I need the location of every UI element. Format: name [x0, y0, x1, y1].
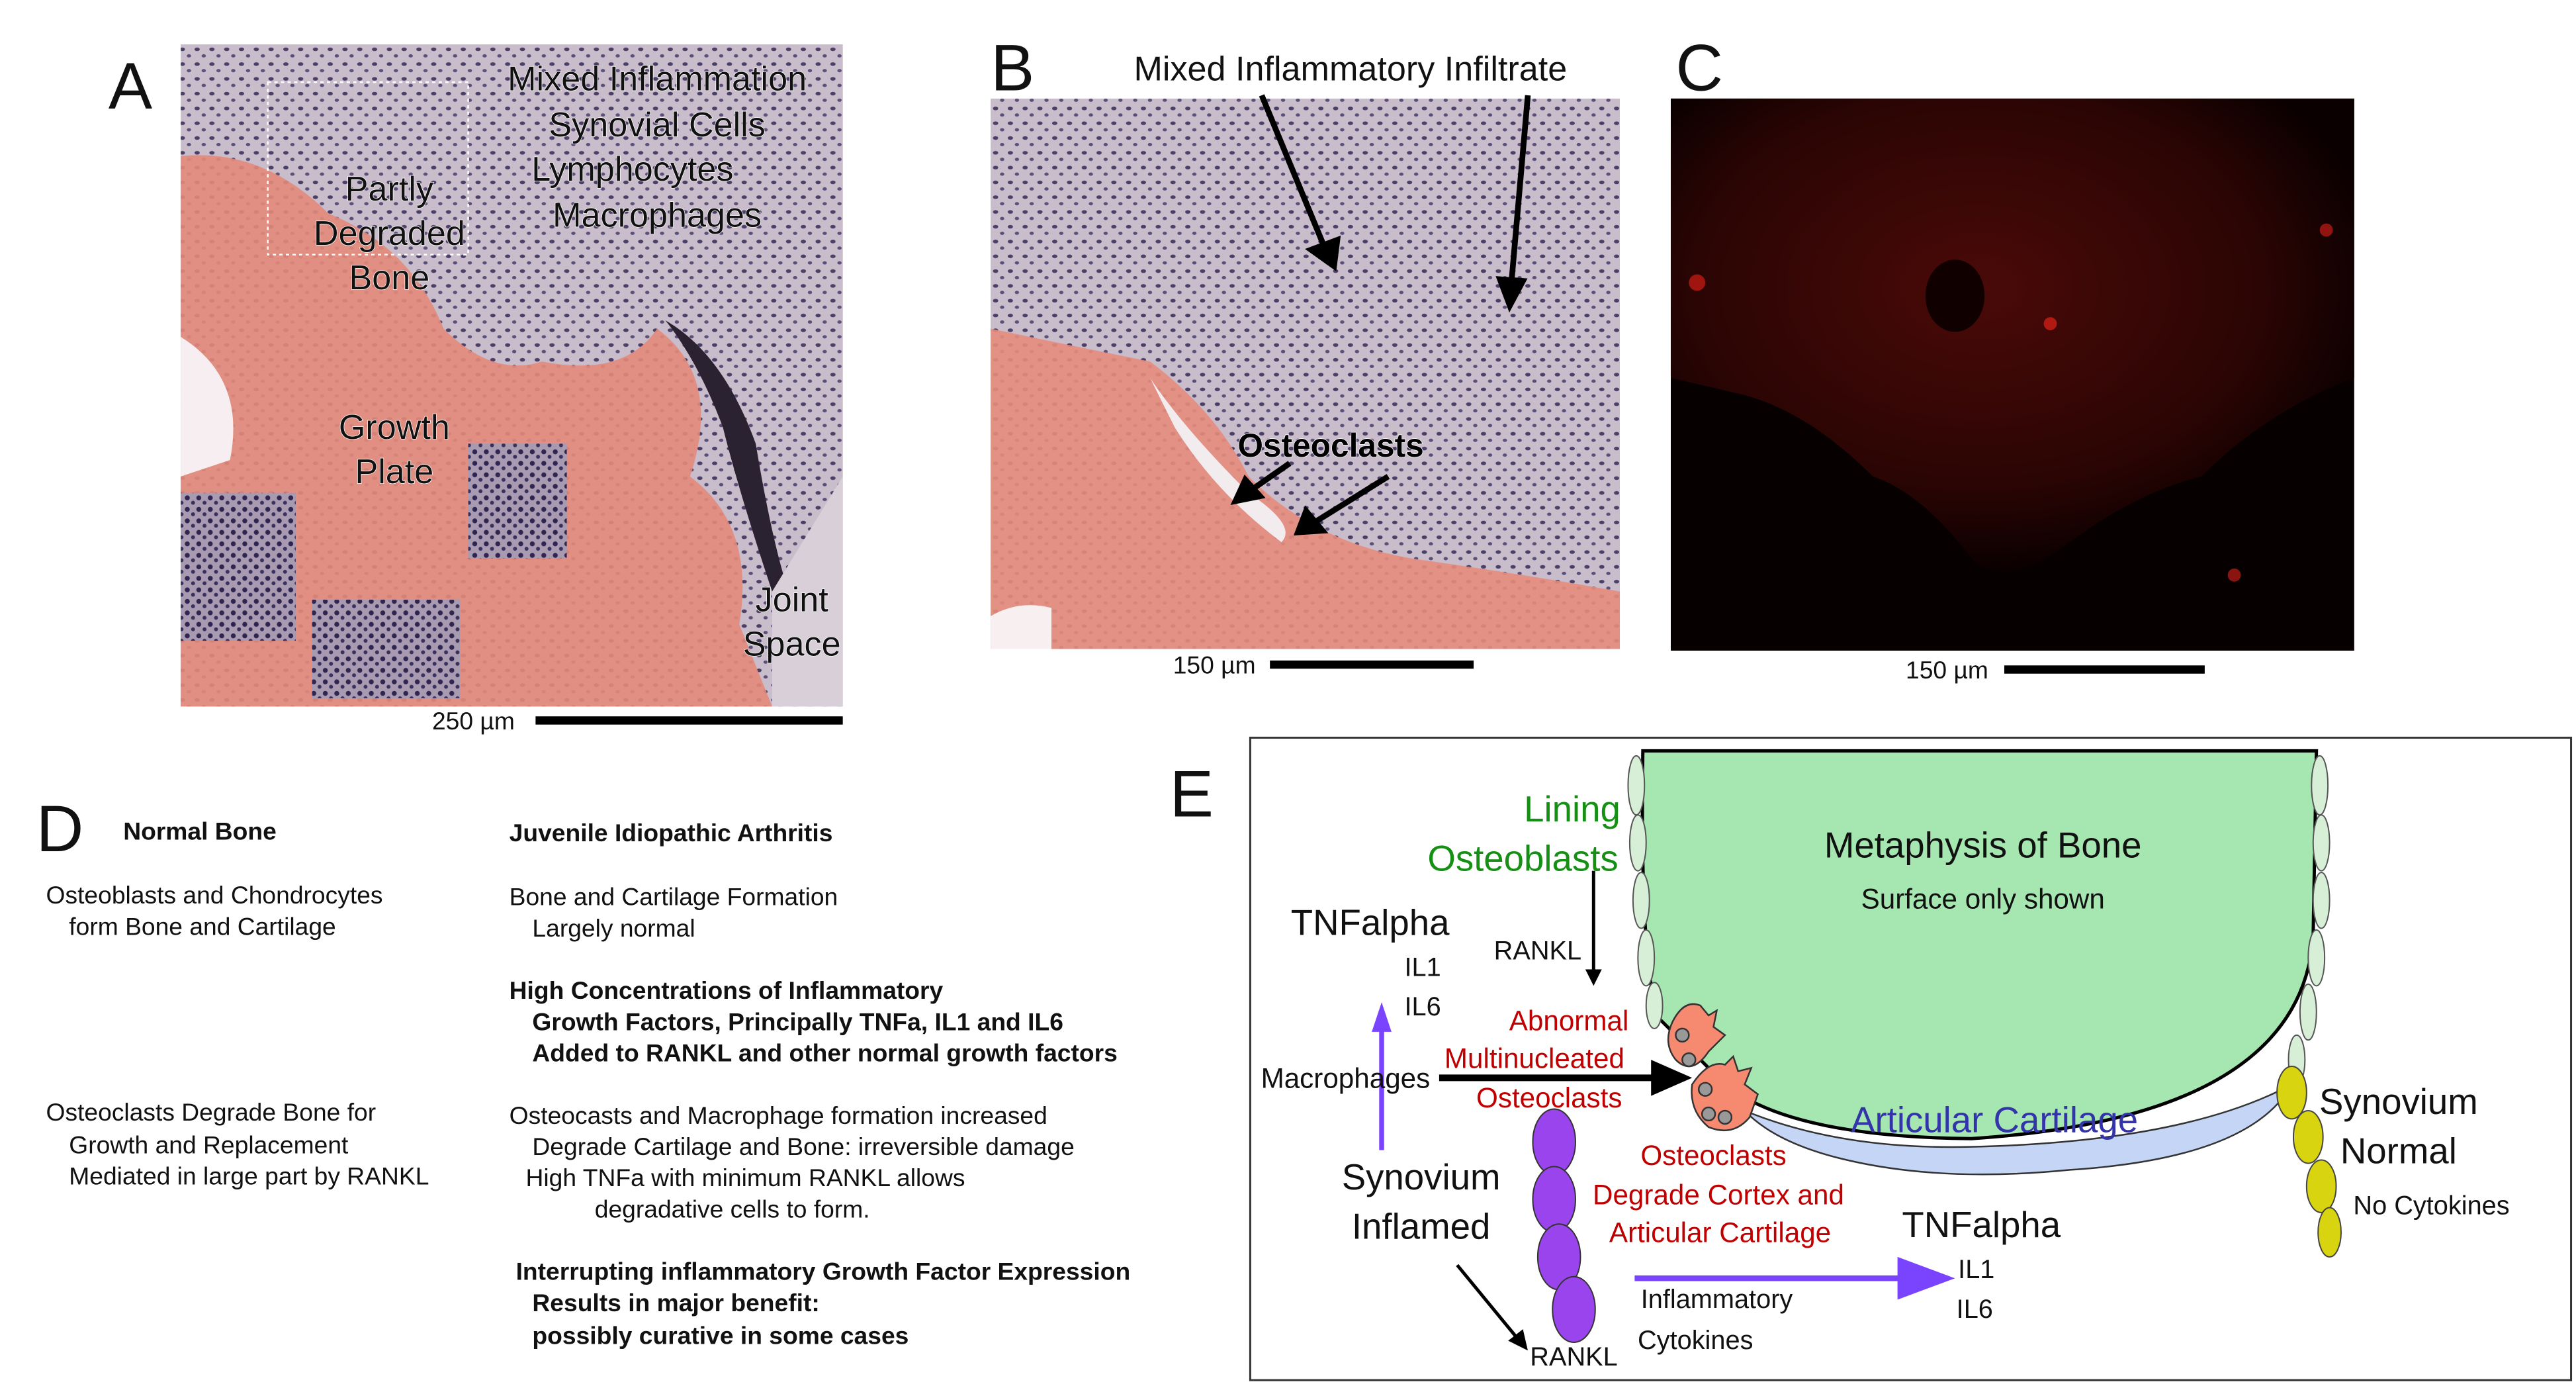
label-multinucleated: Multinucleated — [1444, 1042, 1624, 1074]
label-il1-left: IL1 — [1404, 952, 1441, 982]
scale-label-a: 250 µm — [432, 707, 515, 735]
label-metaphysis: Metaphysis of Bone — [1824, 825, 2142, 866]
label-il6-right: IL6 — [1957, 1295, 1993, 1324]
label-synovial-cells: Synovial Cells — [549, 106, 765, 144]
label-bone: Bone — [349, 259, 430, 297]
panel-e: E — [1170, 737, 2573, 1381]
label-synovium-normal-1: Synovium — [2319, 1082, 2478, 1122]
label-no-cytokines: No Cytokines — [2353, 1191, 2509, 1220]
jia-text: Growth Factors, Principally TNFa, IL1 an… — [532, 1007, 1063, 1035]
label-tnfalpha-left: TNFalpha — [1291, 902, 1450, 943]
label-inflammatory: Inflammatory — [1641, 1285, 1793, 1314]
jia-text: Bone and Cartilage Formation — [510, 883, 838, 911]
panel-c-letter: C — [1675, 32, 1723, 105]
jia-text: possibly curative in some cases — [532, 1321, 909, 1349]
label-synovium-inflamed-2: Inflamed — [1352, 1207, 1490, 1247]
label-space: Space — [743, 625, 841, 663]
label-lymphocytes: Lymphocytes — [531, 150, 733, 189]
jia-text: Added to RANKL and other normal growth f… — [532, 1039, 1117, 1067]
label-osteoclasts-degrade: Osteoclasts — [1640, 1140, 1786, 1171]
label-partly: Partly — [345, 170, 433, 208]
arrows-b — [1230, 94, 1531, 536]
normal-text: Osteoblasts and Chondrocytes — [46, 881, 383, 909]
label-osteoclasts-abnormal: Osteoclasts — [1476, 1082, 1622, 1113]
panel-a-letter: A — [109, 50, 153, 123]
label-cytokines: Cytokines — [1638, 1326, 1753, 1355]
label-growth: Growth — [339, 408, 450, 447]
jia-text: Degrade Cartilage and Bone: irreversible… — [532, 1133, 1074, 1160]
jia-text: Osteocasts and Macrophage formation incr… — [510, 1101, 1047, 1129]
panel-b-title: Mixed Inflammatory Infiltrate — [1133, 50, 1567, 89]
normal-text: form Bone and Cartilage — [69, 912, 335, 940]
panel-a-labels: Mixed Inflammation Synovial Cells Lympho… — [313, 60, 841, 664]
scale-bar-b — [1270, 660, 1474, 669]
fluorescence-image-c — [1670, 98, 2354, 651]
panel-e-letter: E — [1170, 758, 1214, 831]
panel-d: D Normal Bone Juvenile Idiopathic Arthri… — [36, 792, 1131, 1350]
label-synovium-normal-2: Normal — [2340, 1131, 2457, 1171]
label-articular-cartilage: Articular Cartilage — [1851, 1099, 2138, 1140]
label-lining: Lining — [1524, 789, 1621, 829]
heading-normal-bone: Normal Bone — [123, 817, 277, 845]
panel-b: B Mixed Inflammatory Infiltrate Osteocla… — [991, 32, 1621, 679]
jia-text: Interrupting inflammatory Growth Factor … — [516, 1258, 1131, 1285]
label-degraded: Degraded — [314, 214, 465, 253]
label-osteoblasts: Osteoblasts — [1427, 839, 1618, 879]
label-mixed-inflammation: Mixed Inflammation — [508, 60, 807, 99]
panel-d-letter: D — [36, 792, 84, 866]
label-synovium-inflamed-1: Synovium — [1342, 1157, 1501, 1197]
label-tnfalpha-right: TNFalpha — [1902, 1205, 2061, 1245]
panel-c: C 150 µm — [1670, 32, 2354, 684]
label-osteoclasts-b: Osteoclasts — [1237, 427, 1423, 464]
normal-text: Mediated in large part by RANKL — [69, 1162, 429, 1190]
osteoclast-cells — [1667, 1003, 1759, 1132]
label-plate: Plate — [355, 453, 433, 491]
jia-text: degradative cells to form. — [595, 1195, 870, 1223]
jia-text: Results in major benefit: — [532, 1289, 819, 1317]
scale-label-c: 150 µm — [1906, 656, 1988, 684]
scale-label-b: 150 µm — [1173, 651, 1256, 679]
panel-a: A Mixed Inflammation Synovial Cells Lymp… — [109, 44, 843, 735]
normal-text: Growth and Replacement — [69, 1131, 349, 1159]
label-rankl-top: RANKL — [1494, 937, 1581, 966]
jia-text: Largely normal — [532, 914, 695, 942]
label-il1-right: IL1 — [1958, 1255, 1994, 1284]
heading-jia: Juvenile Idiopathic Arthritis — [510, 819, 833, 847]
label-articular-cartilage-red: Articular Cartilage — [1609, 1217, 1831, 1248]
articular-cartilage-shape — [1744, 1082, 2294, 1176]
label-macrophages: Macrophages — [553, 197, 762, 235]
normal-synovium-cells — [2276, 1065, 2342, 1258]
label-joint: Joint — [756, 580, 829, 619]
arrows-e — [1372, 870, 1955, 1351]
inflamed-synovium-cells — [1532, 1108, 1596, 1344]
label-surface-only: Surface only shown — [1861, 884, 2105, 915]
jia-text: High Concentrations of Inflammatory — [510, 976, 944, 1004]
label-degrade-cortex: Degrade Cortex and — [1593, 1180, 1844, 1211]
lining-osteoblasts-cells — [1627, 755, 2331, 1086]
label-il6-left: IL6 — [1404, 992, 1441, 1021]
scale-bar-c — [2004, 665, 2205, 674]
histology-image-a — [181, 44, 843, 707]
jia-text: High TNFa with minimum RANKL allows — [525, 1164, 965, 1191]
panel-b-letter: B — [991, 32, 1034, 105]
histology-image-b — [991, 98, 1621, 649]
label-rankl-bottom: RANKL — [1530, 1342, 1617, 1371]
scale-bar-a — [535, 716, 843, 725]
label-abnormal: Abnormal — [1509, 1005, 1629, 1036]
normal-text: Osteoclasts Degrade Bone for — [46, 1098, 377, 1126]
label-macrophages: Macrophages — [1261, 1062, 1431, 1093]
